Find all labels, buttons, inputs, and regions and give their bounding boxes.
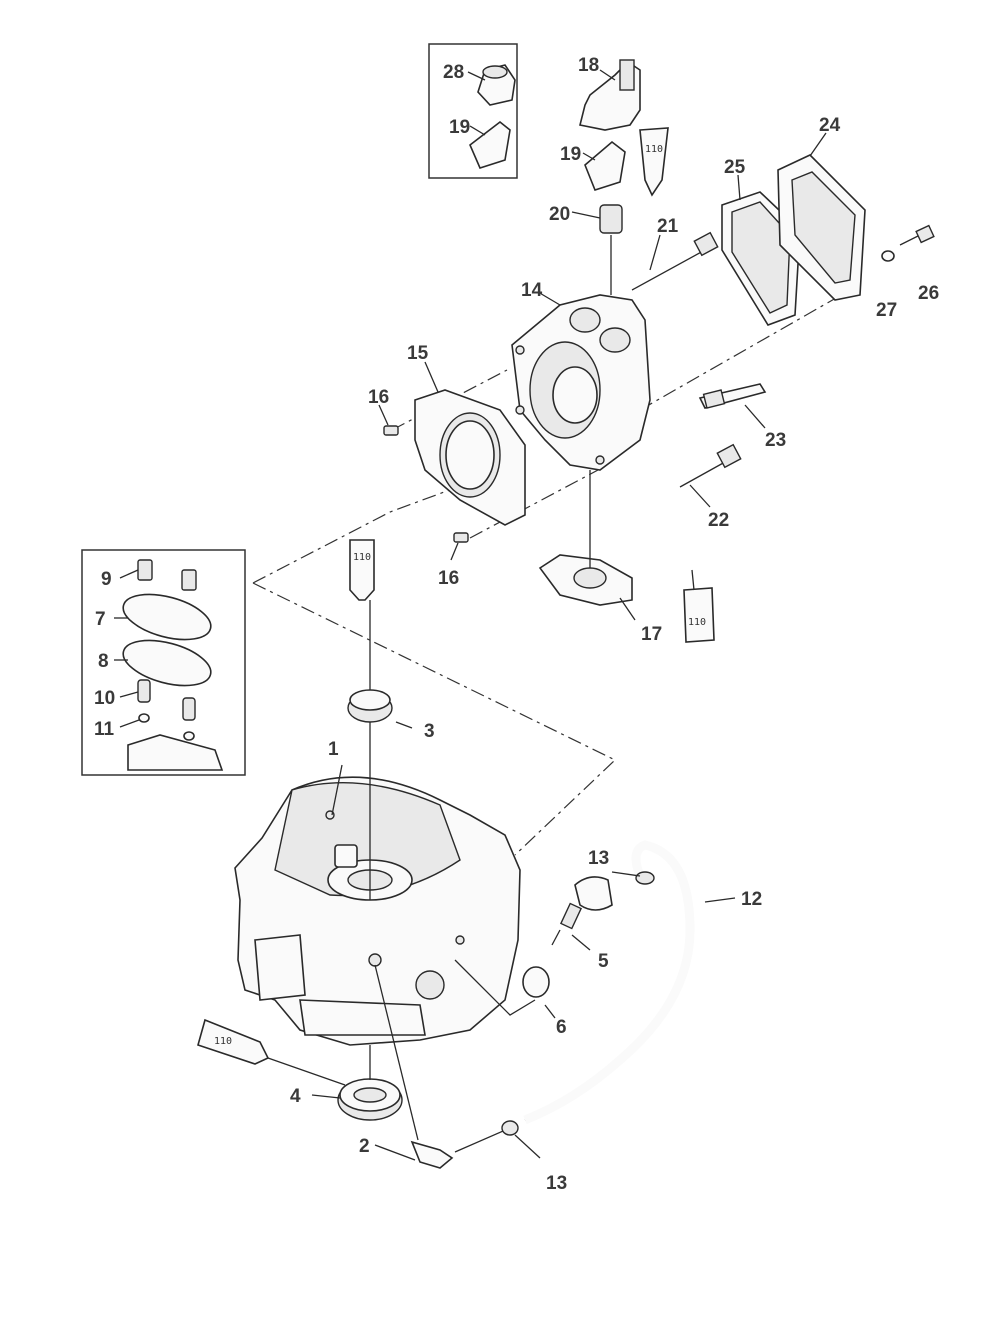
hose-clamp-part — [635, 871, 655, 885]
callout-4: 4 — [290, 1086, 301, 1107]
tube-label: 110 — [353, 552, 371, 563]
assembly-line — [252, 582, 617, 856]
callout-1: 1 — [328, 739, 339, 760]
dowel-pin-part — [383, 425, 399, 436]
tube-label: 110 — [214, 1036, 232, 1047]
callout-20: 20 — [549, 204, 570, 225]
sealant-tube-icon: 110 — [639, 127, 669, 197]
callout-11: 11 — [94, 719, 115, 740]
callout-2: 2 — [359, 1136, 370, 1157]
thermostat-cover-part — [579, 59, 641, 131]
callout-21: 21 — [657, 216, 679, 237]
callout-16-top: 16 — [368, 387, 389, 408]
inset-box-cover-plates — [81, 549, 246, 776]
gasket-part — [469, 120, 511, 169]
inset-pin-part — [137, 679, 196, 741]
inset-box-thermostat-cover — [428, 43, 518, 179]
callout-9: 9 — [101, 569, 112, 590]
callout-10: 10 — [94, 688, 115, 709]
inset-cover-plate-part — [122, 593, 212, 687]
callout-24: 24 — [819, 115, 841, 136]
o-ring-part — [522, 966, 550, 998]
gasket-part — [584, 140, 626, 191]
callout-14: 14 — [521, 280, 543, 301]
tube-label: 110 — [645, 144, 663, 155]
sealant-tube-icon: 110 — [683, 569, 715, 643]
elbow-fitting-part — [374, 964, 454, 1169]
callout-18: 18 — [578, 55, 599, 76]
bolt-part — [631, 231, 719, 291]
inset-housing-part — [127, 734, 224, 771]
leader-lines — [114, 69, 827, 1161]
inset-screw-part — [137, 559, 197, 591]
seal-part — [347, 600, 393, 760]
dowel-pin-part — [453, 532, 469, 543]
head-gasket-part — [414, 389, 526, 526]
gasket-part — [538, 470, 633, 606]
sealant-tube-icon: 110 — [197, 1018, 346, 1086]
assembly-line — [639, 289, 851, 411]
callout-17: 17 — [641, 624, 662, 645]
sealant-tube-icon: 110 — [349, 539, 375, 601]
callout-26: 26 — [918, 283, 939, 304]
callout-13-top: 13 — [588, 848, 609, 869]
callout-7: 7 — [95, 609, 106, 630]
callout-3: 3 — [424, 721, 435, 742]
callout-23: 23 — [765, 430, 786, 451]
bearing-part — [337, 1045, 403, 1121]
callout-16-bottom: 16 — [438, 568, 459, 589]
callout-13-bottom: 13 — [546, 1173, 567, 1194]
callout-8: 8 — [98, 651, 109, 672]
callout-22: 22 — [708, 510, 729, 531]
washer-part — [881, 250, 895, 262]
screw-part — [899, 224, 935, 246]
hose-part — [454, 840, 695, 1153]
callout-6: 6 — [556, 1017, 567, 1038]
assembly-line — [469, 469, 599, 539]
leader-line — [454, 959, 536, 1016]
cover-part — [477, 64, 516, 106]
callout-19-inset: 19 — [449, 117, 470, 138]
oil-cap-part — [551, 876, 613, 946]
callout-28: 28 — [443, 62, 464, 83]
head-cover-part — [777, 154, 866, 301]
callout-19: 19 — [560, 144, 581, 165]
cylinder-head-part — [511, 294, 651, 471]
bolt-part — [679, 443, 742, 488]
crankcase-part — [234, 760, 521, 1046]
callout-15: 15 — [407, 343, 429, 364]
thermostat-part — [599, 204, 623, 295]
callout-5: 5 — [598, 951, 609, 972]
callout-25: 25 — [724, 157, 746, 178]
callout-27: 27 — [876, 300, 897, 321]
callout-12: 12 — [741, 889, 762, 910]
tube-label: 110 — [688, 617, 706, 628]
hose-clamp-part — [501, 1120, 519, 1136]
spark-plug-part — [698, 383, 767, 409]
